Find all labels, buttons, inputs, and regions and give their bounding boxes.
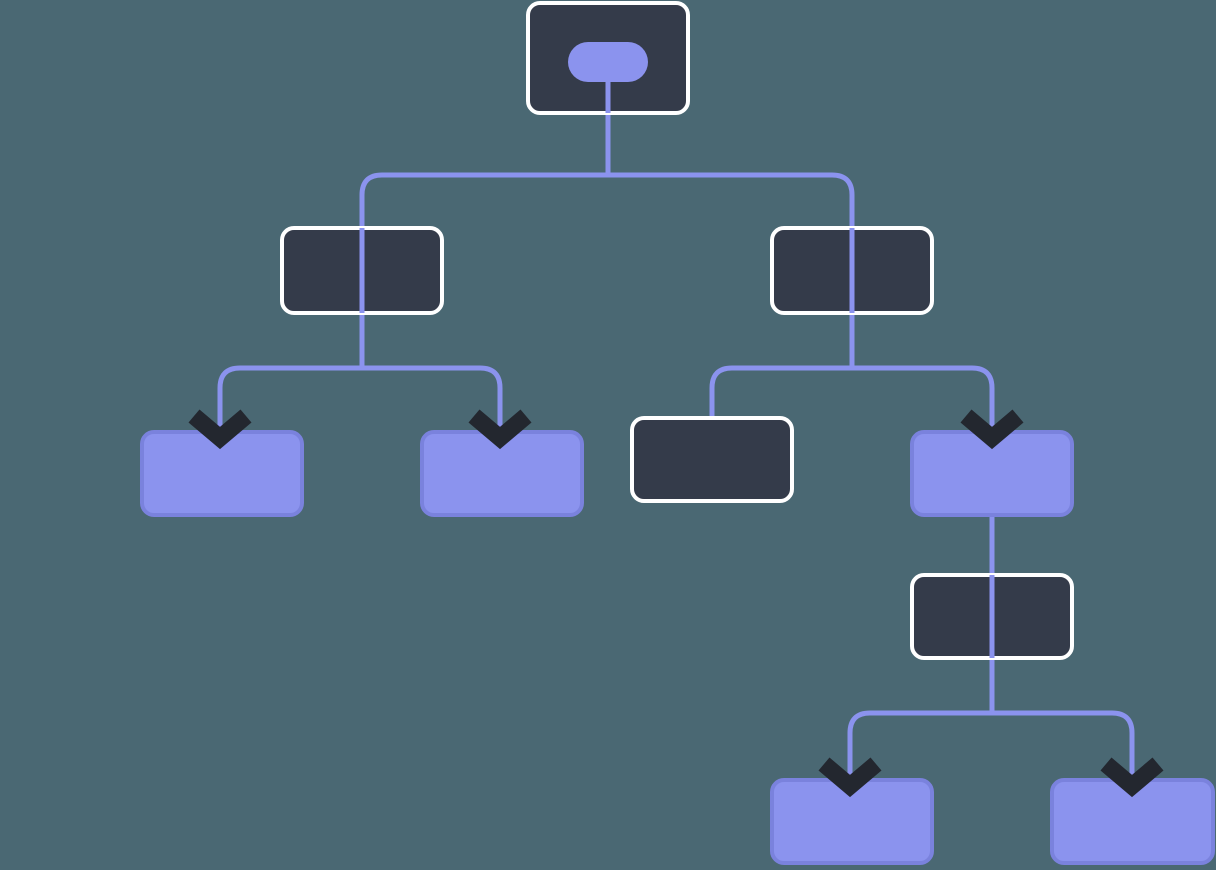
- edge-left-to-a: [217, 365, 362, 440]
- edge-e-to-g: [992, 710, 1135, 788]
- arrow-down-icon: [468, 409, 532, 450]
- arrow-down-icon: [818, 757, 882, 798]
- edge-root-to-left: [359, 172, 608, 313]
- leaf-node-c-shape: [630, 416, 794, 503]
- arrow-down-icon: [1100, 757, 1164, 798]
- edge-left-to-b: [362, 365, 503, 440]
- edge-e-to-f: [847, 710, 992, 788]
- arrow-down-icon: [960, 409, 1024, 450]
- arrowheads-layer: [188, 62, 1164, 798]
- arrow-down-icon: [188, 409, 252, 450]
- edge-root-to-right: [608, 172, 855, 313]
- leaf-node-c[interactable]: [630, 416, 794, 503]
- edge-right-to-c: [709, 365, 852, 418]
- edge-right-to-d: [852, 365, 995, 440]
- root-node[interactable]: [526, 1, 690, 115]
